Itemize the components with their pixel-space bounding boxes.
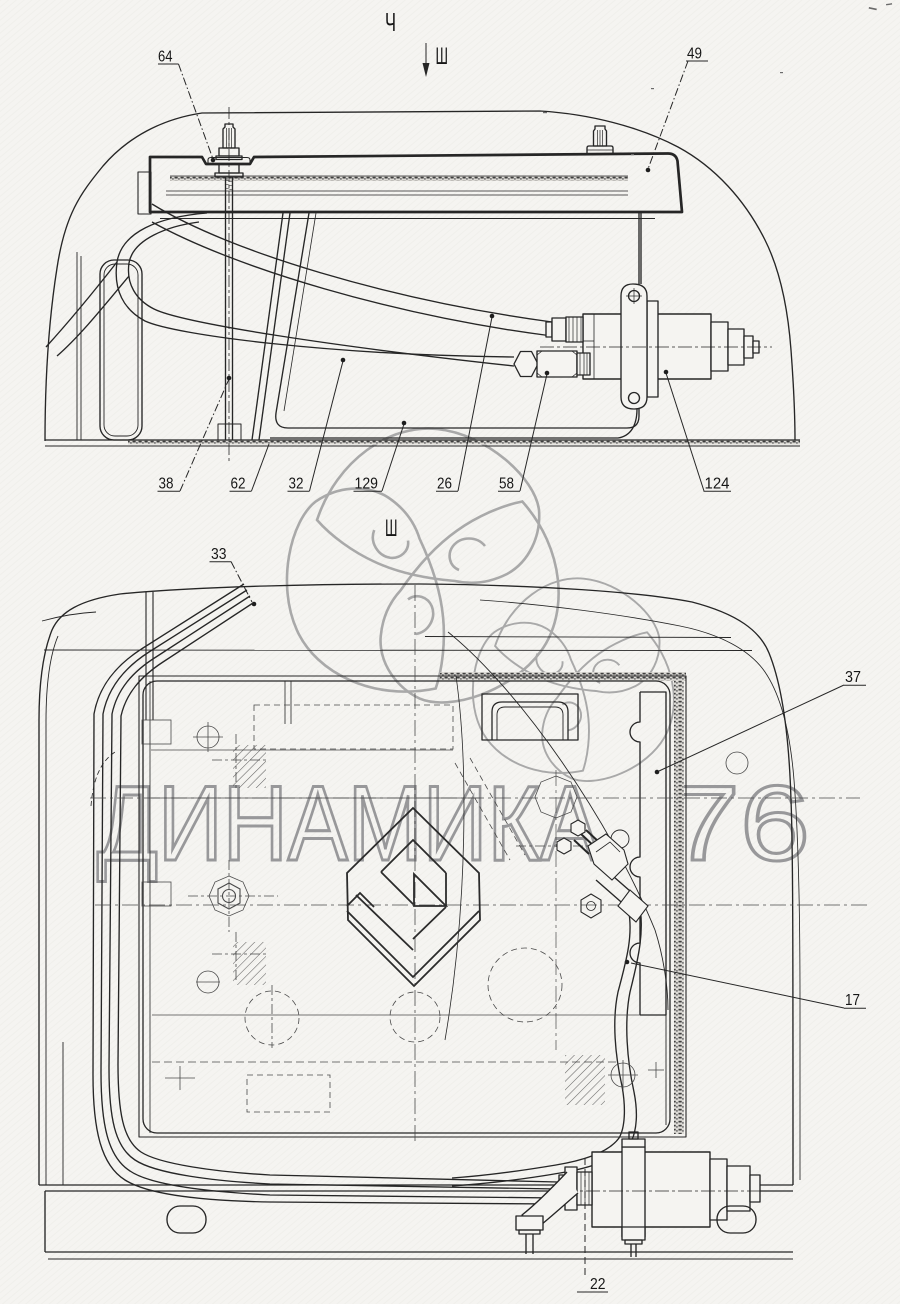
svg-text:76: 76: [670, 763, 810, 883]
svg-text:32: 32: [289, 476, 304, 493]
svg-text:Ш: Ш: [385, 515, 398, 542]
svg-text:64: 64: [158, 49, 173, 66]
svg-text:49: 49: [687, 46, 702, 63]
svg-text:62: 62: [231, 476, 246, 493]
svg-text:ДИНАМИКА: ДИНАМИКА: [97, 763, 601, 883]
svg-text:22: 22: [590, 1276, 606, 1293]
svg-text:26: 26: [437, 476, 452, 493]
svg-text:37: 37: [845, 669, 861, 686]
svg-text:38: 38: [159, 476, 174, 493]
svg-text:129: 129: [355, 476, 379, 493]
svg-text:124: 124: [705, 476, 730, 493]
svg-text:Ч: Ч: [385, 7, 396, 37]
svg-text:17: 17: [845, 992, 860, 1009]
svg-text:33: 33: [211, 546, 227, 563]
svg-text:58: 58: [499, 476, 514, 493]
svg-text:Ш: Ш: [436, 43, 449, 70]
